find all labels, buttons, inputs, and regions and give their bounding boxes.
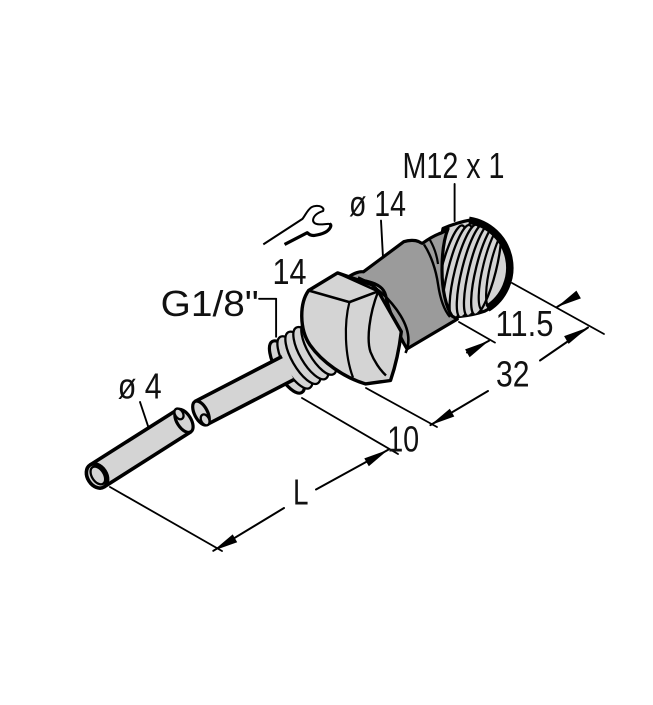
svg-text:14: 14 [273, 251, 307, 292]
svg-text:ø 14: ø 14 [349, 183, 406, 224]
svg-text:32: 32 [496, 353, 530, 394]
svg-text:ø 4: ø 4 [118, 366, 162, 407]
svg-text:L: L [293, 472, 309, 513]
svg-text:M12 x 1: M12 x 1 [403, 145, 505, 186]
svg-text:10: 10 [387, 418, 419, 459]
svg-text:G1/8": G1/8" [161, 283, 259, 324]
svg-text:11.5: 11.5 [496, 303, 554, 344]
